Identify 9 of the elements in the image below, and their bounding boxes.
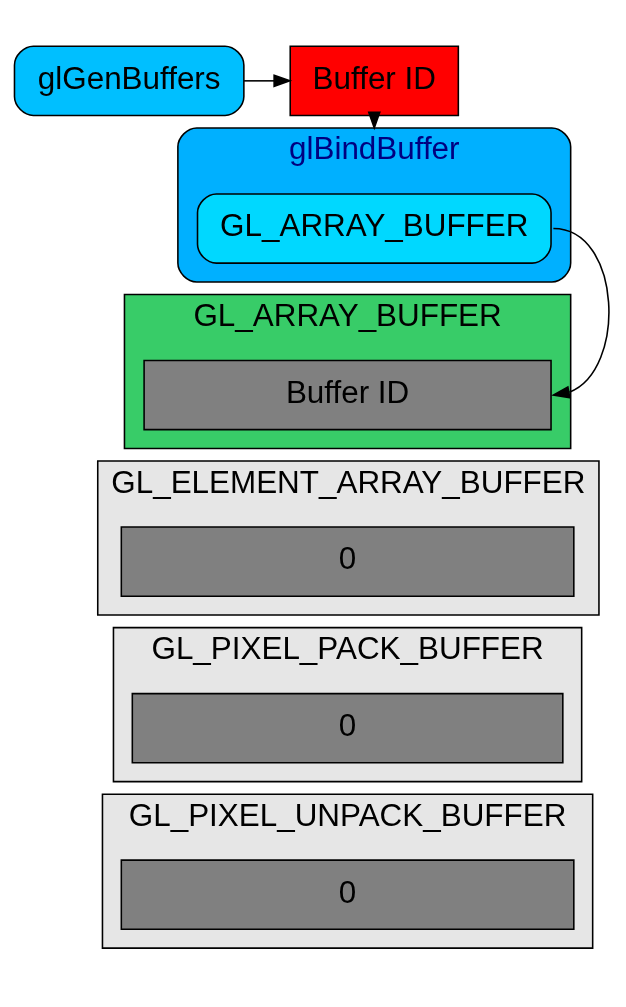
node-box: Buffer ID — [143, 359, 552, 431]
arrow — [367, 111, 381, 131]
node-box: GL_ARRAY_BUFFER — [196, 193, 552, 264]
node-box: 0 — [120, 526, 575, 597]
arrow — [551, 227, 610, 399]
node-box: 0 — [131, 692, 564, 764]
node-box: glGenBuffers — [13, 45, 245, 117]
node-box: 0 — [120, 859, 575, 931]
arrow — [243, 74, 293, 88]
